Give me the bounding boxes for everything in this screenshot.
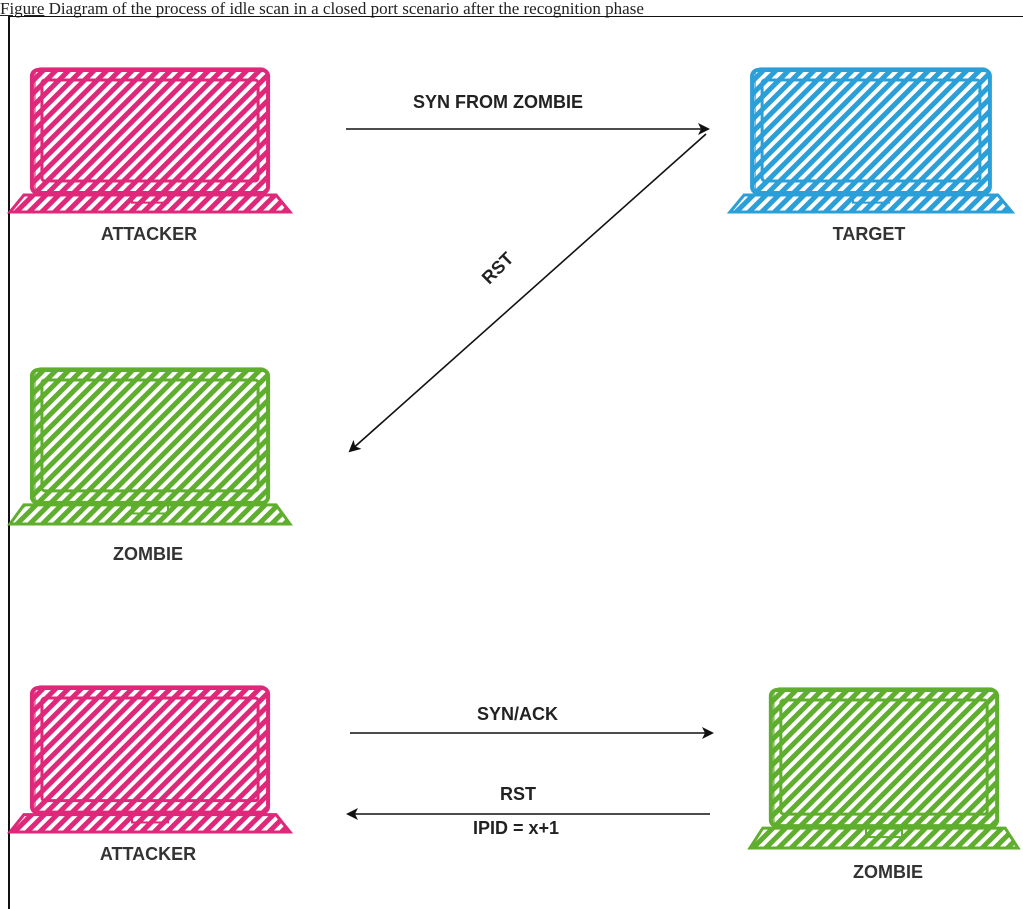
figure-reference: Figure bbox=[0, 0, 45, 18]
caption-text: Diagram of the process of idle scan in a… bbox=[44, 0, 644, 18]
ipid-label: IPID = x+1 bbox=[473, 818, 560, 838]
rst-label-bottom: RST bbox=[500, 784, 536, 804]
target-label: TARGET bbox=[832, 224, 906, 244]
zombie-label-bottom: ZOMBIE bbox=[853, 862, 923, 882]
syn-from-zombie-label: SYN FROM ZOMBIE bbox=[413, 92, 583, 112]
rst-diagonal-arrow bbox=[348, 133, 707, 453]
attacker-laptop-icon bbox=[6, 67, 294, 214]
attacker-label-top: ATTACKER bbox=[100, 224, 198, 244]
diagram-frame bbox=[8, 16, 1023, 909]
target-laptop-icon bbox=[726, 67, 1016, 214]
attacker-label-bottom: ATTACKER bbox=[99, 844, 197, 864]
zombie-laptop-icon-top bbox=[7, 367, 293, 526]
figure-caption: Figure Diagram of the process of idle sc… bbox=[0, 0, 1023, 20]
zombie-laptop-icon-bottom bbox=[747, 687, 1021, 850]
attacker-laptop-icon-bottom bbox=[6, 685, 294, 834]
zombie-label-top: ZOMBIE bbox=[113, 544, 183, 564]
syn-ack-label: SYN/ACK bbox=[477, 704, 559, 724]
